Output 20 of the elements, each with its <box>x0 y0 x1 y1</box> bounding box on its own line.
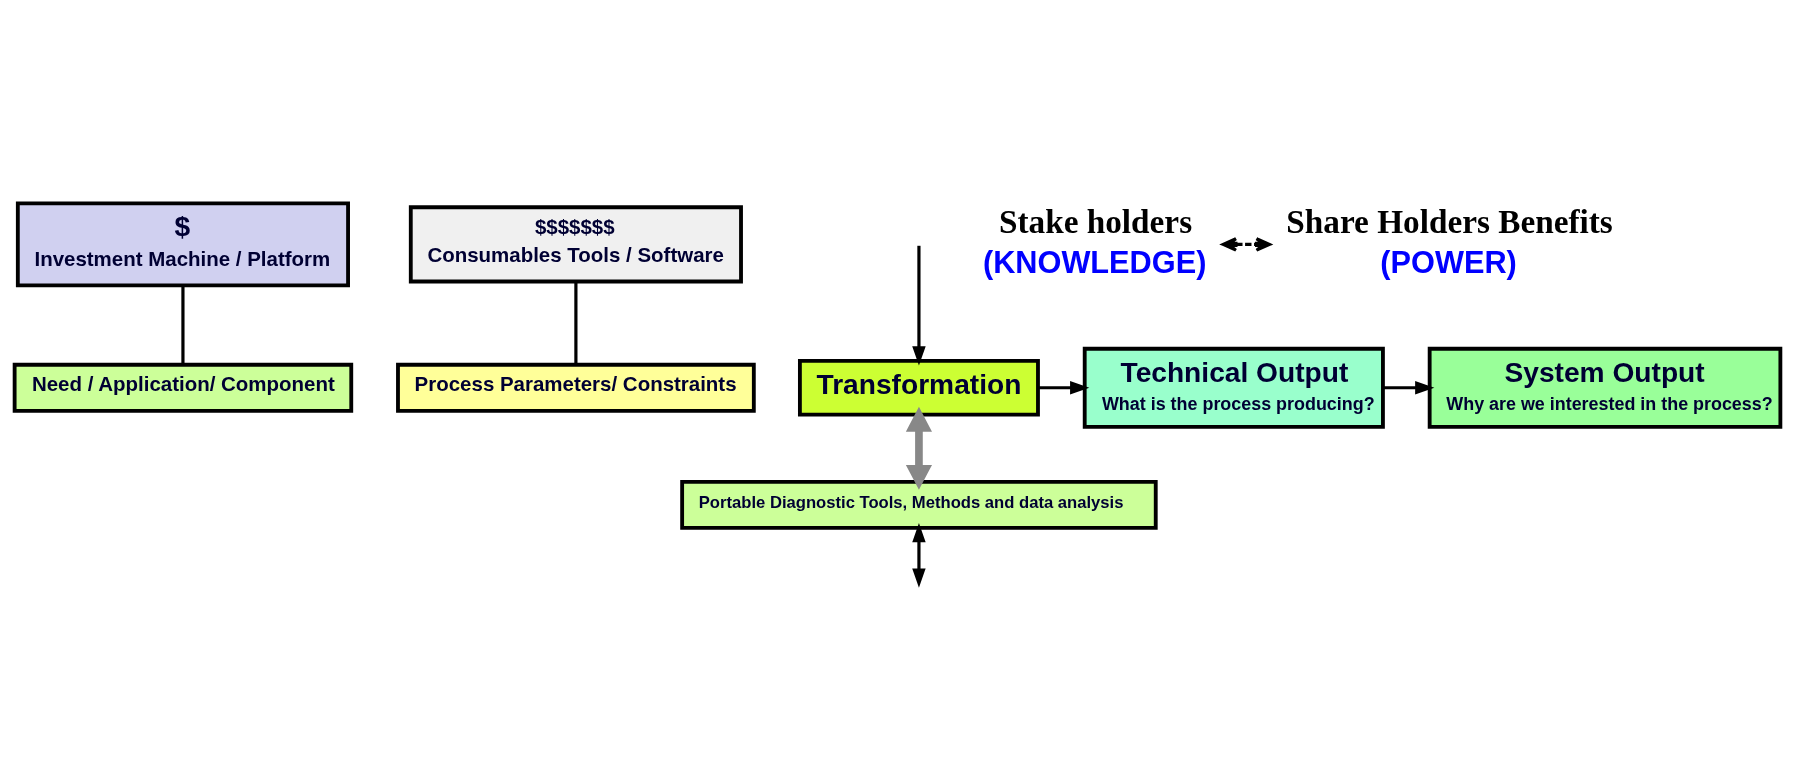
arrow <box>1038 380 1090 394</box>
arrow <box>912 245 926 366</box>
connector <box>181 285 185 364</box>
connector <box>574 281 578 365</box>
node-label: (KNOWLEDGE) <box>982 244 1207 280</box>
node-text: Stake holders <box>998 202 1193 240</box>
arrow <box>1221 236 1271 252</box>
node-label: (POWER) <box>1380 244 1517 280</box>
node-box: $ Investment Machine / Platform <box>15 201 350 287</box>
node-box: $$$$$$$ Consumables Tools / Software <box>408 204 743 283</box>
node-text: Share Holders Benefits <box>1286 202 1613 240</box>
arrow <box>1383 380 1435 394</box>
node-box: Portable Diagnostic Tools, Methods and data analysis <box>680 479 1158 530</box>
node-box: Need / Application/ Component <box>12 362 354 413</box>
arrow <box>912 522 926 588</box>
node-box: Transformation <box>798 358 1040 417</box>
node-box: System Output Why are we interested in the process? <box>1427 346 1783 429</box>
node-box: Process Parameters/ Constraints <box>396 362 756 413</box>
node-box: Technical Output What is the process producing? <box>1082 346 1385 429</box>
arrow <box>905 406 932 490</box>
